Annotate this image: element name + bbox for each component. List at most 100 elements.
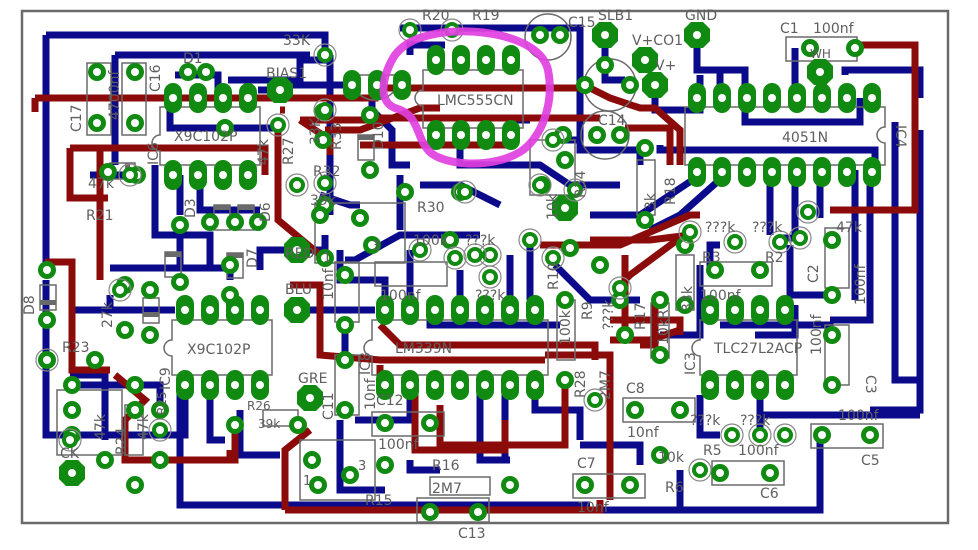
pad-hole [601,61,609,69]
pad-hole [131,381,139,389]
pad-hole [341,356,349,364]
pad-hole [231,381,239,389]
pad-hole [616,131,624,139]
label-ck: CK [60,446,80,462]
trace [495,161,620,189]
via-ring [748,423,772,447]
pad-hole [593,131,601,139]
label-c6-value: 100nf [738,443,780,459]
pad-hole [506,306,514,314]
pad-hole [293,306,301,314]
ic8-outline [363,319,549,376]
pad-hole [561,296,569,304]
pad-hole [818,431,826,439]
pad-hole [621,331,629,339]
label-ic9: IC9 [158,367,174,390]
pad-hole [693,168,701,176]
c4-outline [699,261,773,287]
pad-hole [68,381,76,389]
trace [66,148,108,202]
label-r18: R18 [663,177,679,205]
pad-hole [486,251,494,259]
label-bias1: BIAS1 [266,66,307,82]
diode-band [214,205,230,210]
pad-hole [843,94,851,102]
pad-hole [486,273,494,281]
pad-hole [131,406,139,414]
label-ic6-value: X9C102P [174,129,237,145]
pad-hole [231,421,239,429]
trimmer-outline [314,202,406,264]
label-c11-value: 10nf [363,377,379,410]
ic3-outline [691,319,798,376]
pad-hole [482,56,490,64]
pad-hole [656,296,664,304]
label-r7-value: 33k [680,285,696,312]
label-r27-value: 47k [256,138,272,165]
pad-hole [116,286,124,294]
trim2-1-label: 1 [303,474,311,489]
pad-hole [381,381,389,389]
label-qk2: ???k [475,288,506,304]
trace [625,124,674,165]
pad-hole [693,31,701,39]
pad-hole [818,94,826,102]
pad-hole [356,214,364,222]
pad-hole [804,208,812,216]
c7-outline [572,473,646,499]
pad-hole [507,131,515,139]
diode-band [238,205,254,210]
pad-hole [68,406,76,414]
label-c3: C3 [862,375,878,394]
label-r22-value: 27k [100,301,116,328]
pad-hole [851,44,859,52]
trace [70,371,109,440]
label-d7: D7 [245,248,261,268]
via-ring [443,246,467,270]
pad-hole [93,68,101,76]
pad-hole [457,56,465,64]
label-r28-value: 2M7 [598,370,614,400]
trace [830,170,874,324]
pad-hole [681,301,689,309]
pad-hole [796,234,804,242]
label-c7: C7 [577,456,596,472]
c8-outline [622,397,696,423]
pad-hole [818,168,826,176]
label-d8: D8 [22,295,38,315]
pad-hole [219,94,227,102]
pad-hole [716,469,724,477]
trim-1-label: 1 [323,251,331,266]
trace [325,104,440,134]
pad-hole [828,291,836,299]
label-c5: C5 [861,453,880,469]
pad-hole [731,381,739,389]
pad-hole [314,481,322,489]
label-r8-value: 10kR [656,309,672,345]
pad-hole [406,26,414,34]
pad-hole [549,254,557,262]
pad-hole [446,236,454,244]
pad-hole [121,326,129,334]
label-ic6: IC6 [146,142,162,165]
label-r30: R30 [417,200,445,216]
trace [336,420,385,494]
via-ring [796,200,820,224]
pad-hole [406,381,414,389]
pad-hole [156,406,164,414]
pad-hole [321,106,329,114]
label-c13: C13 [458,526,486,542]
label-vplus: V+ [655,58,676,74]
pad-hole [556,31,564,39]
pad-hole [507,56,515,64]
pad-hole [731,306,739,314]
via-ring [608,276,632,300]
pad-hole [451,254,459,262]
label-ic4: IC4 [892,125,908,148]
label-r2: R2 [765,250,784,266]
label-r32: R32 [313,164,341,180]
pad-hole [181,381,189,389]
label-c5-value: 100nf [838,408,880,424]
label-c2: C2 [806,264,822,283]
